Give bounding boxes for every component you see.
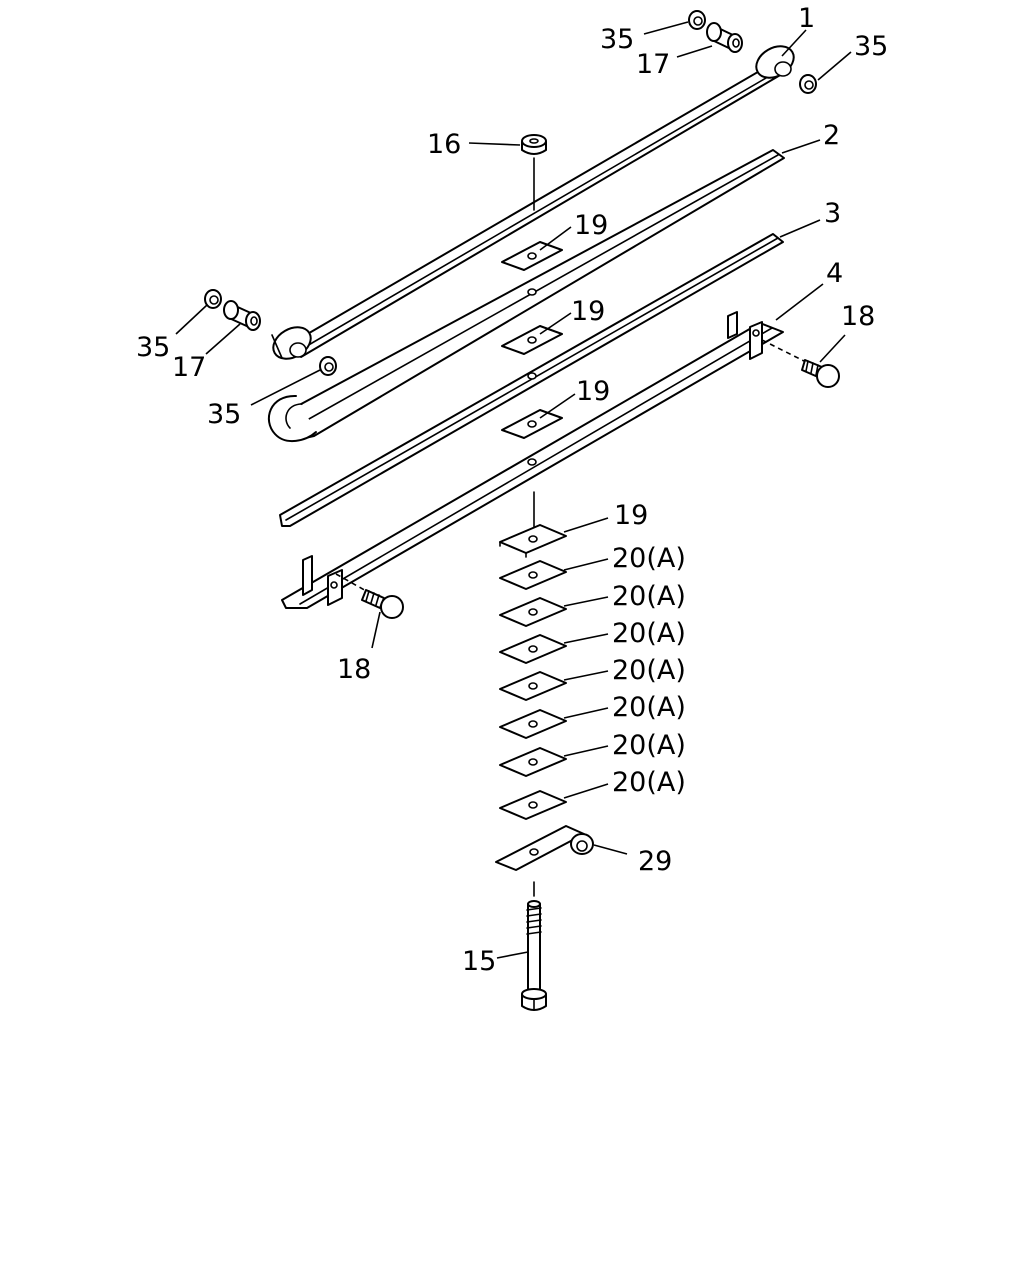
callout-35-front-bottom: 35 [207,399,241,430]
bushing-17-front [223,300,261,331]
callout-18-rear: 18 [841,301,875,332]
bushing-17-rear [706,22,743,53]
callout-16: 16 [427,129,461,160]
callout-20a-6: 20(A) [612,730,686,761]
washer-35-rear-right [799,74,817,94]
callout-19-stack: 19 [614,500,648,531]
callout-18-front: 18 [337,654,371,685]
callout-2: 2 [823,120,840,151]
bolt-18-front [335,573,404,619]
bolt-18-rear [761,339,840,388]
callout-20a-4: 20(A) [612,655,686,686]
callout-20a-5: 20(A) [612,692,686,723]
callout-35-front-left: 35 [136,332,170,363]
leaf-2 [267,149,785,443]
callout-17-rear: 17 [636,49,670,80]
callout-20a-2: 20(A) [612,581,686,612]
center-bolt-15 [521,881,547,1011]
shim-stack [499,491,567,820]
callout-19-leaf3: 19 [576,376,610,407]
callout-35-rear-right: 35 [854,31,888,62]
leader-lines [175,21,852,959]
callouts: 1 2 3 4 15 16 17 17 18 18 19 19 19 19 20… [136,3,888,977]
callout-17-front: 17 [172,352,206,383]
nut-16 [521,134,547,211]
callout-20a-1: 20(A) [612,543,686,574]
callout-20a-7: 20(A) [612,767,686,798]
washer-35-rear-top [688,10,706,30]
callout-3: 3 [824,198,841,229]
washer-35-front-bottom [319,356,337,376]
callout-15: 15 [462,946,496,977]
bracket-29 [495,825,594,871]
callout-35-rear-top: 35 [600,24,634,55]
callout-1: 1 [798,3,815,34]
callout-19-leaf2: 19 [571,296,605,327]
callout-4: 4 [826,258,843,289]
center-pads [501,241,563,466]
callout-20a-3: 20(A) [612,618,686,649]
leaf-1-main [271,45,795,360]
callout-29: 29 [638,846,672,877]
callout-19-leaf1: 19 [574,210,608,241]
washer-35-front-top [204,289,222,309]
